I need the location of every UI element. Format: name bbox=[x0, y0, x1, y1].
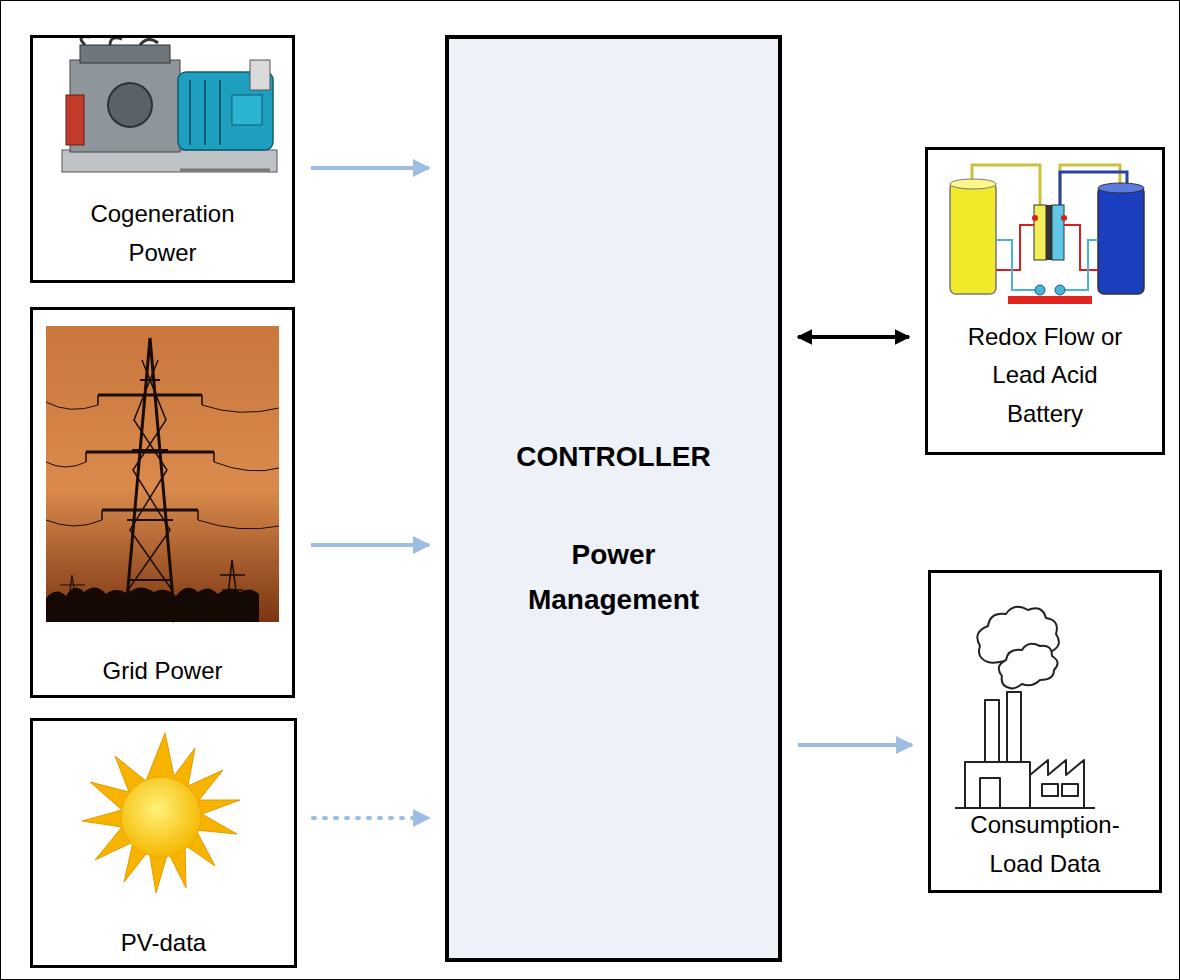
source-box: Grid Power bbox=[30, 307, 295, 698]
node-sublabel: Power Management bbox=[496, 533, 731, 623]
flow-arrow bbox=[798, 743, 912, 747]
generator-picture bbox=[62, 37, 277, 172]
flow-arrow bbox=[311, 166, 429, 170]
node-label: Consumption- Load Data bbox=[955, 806, 1135, 883]
storage-box: Redox Flow or Lead Acid Battery bbox=[925, 147, 1165, 455]
sun-icon bbox=[82, 733, 240, 893]
source-box: Cogeneration Power bbox=[30, 35, 295, 283]
node-label: Cogeneration Power bbox=[75, 194, 250, 273]
flow-arrow bbox=[311, 543, 429, 547]
double-arrow bbox=[798, 335, 909, 339]
node-label: PV-data bbox=[54, 927, 274, 958]
node-label: Grid Power bbox=[53, 654, 273, 688]
controller-box: CONTROLLER Power Management bbox=[445, 35, 782, 962]
source-box: PV-data bbox=[30, 718, 297, 968]
flow-battery-picture bbox=[950, 165, 1144, 304]
node-label: Redox Flow or Lead Acid Battery bbox=[960, 318, 1130, 433]
factory-icon bbox=[955, 607, 1095, 808]
power-line-photo bbox=[46, 326, 279, 622]
node-label: CONTROLLER bbox=[464, 439, 764, 475]
dotted-arrow bbox=[313, 816, 429, 820]
load-box: Consumption- Load Data bbox=[928, 570, 1162, 893]
